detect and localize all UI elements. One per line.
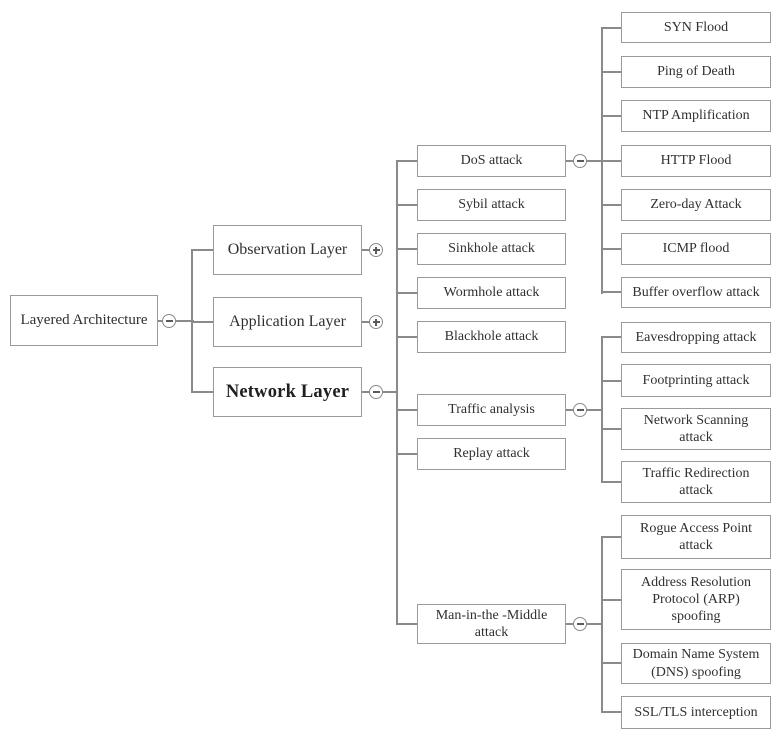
node-application-layer: Application Layer: [213, 297, 362, 347]
collapse-icon[interactable]: [573, 617, 587, 631]
connector-line: [601, 481, 622, 483]
connector-line: [362, 321, 371, 323]
connector-line: [396, 160, 418, 162]
node-replay-attack: Replay attack: [417, 438, 566, 470]
collapse-icon[interactable]: [573, 403, 587, 417]
node-ssl-tls-interception: SSL/TLS interception: [621, 696, 771, 729]
connector-line: [601, 27, 622, 29]
connector-line: [396, 292, 418, 294]
connector-line: [601, 599, 622, 601]
minus-glyph: [165, 320, 173, 322]
node-rogue-access-point-attack: Rogue Access Point attack: [621, 515, 771, 559]
connector-line: [601, 115, 622, 117]
collapse-icon[interactable]: [573, 154, 587, 168]
connector-line: [601, 204, 622, 206]
connector-line: [601, 291, 622, 293]
node-traffic-redirection-attack: Traffic Redirection attack: [621, 461, 771, 503]
minus-glyph: [576, 409, 584, 411]
minus-glyph: [372, 391, 380, 393]
connector-line: [601, 536, 622, 538]
node-layered-architecture: Layered Architecture: [10, 295, 158, 346]
expand-icon[interactable]: [369, 315, 383, 329]
node-network-layer: Network Layer: [213, 367, 362, 417]
node-traffic-analysis: Traffic analysis: [417, 394, 566, 426]
connector-line: [191, 249, 214, 251]
connector-line: [601, 380, 622, 382]
collapse-icon[interactable]: [369, 385, 383, 399]
node-footprinting-attack: Footprinting attack: [621, 364, 771, 397]
node-sinkhole-attack: Sinkhole attack: [417, 233, 566, 265]
connector-line: [396, 623, 418, 625]
connector-line: [601, 71, 622, 73]
minus-glyph: [576, 160, 584, 162]
node-ping-of-death: Ping of Death: [621, 56, 771, 88]
connector-line: [601, 536, 603, 713]
node-man-in-the-middle-attack: Man-in-the -Middle attack: [417, 604, 566, 644]
node-arp-spoofing: Address Resolution Protocol (ARP) spoofi…: [621, 569, 771, 630]
minus-glyph: [576, 623, 584, 625]
node-dos-attack: DoS attack: [417, 145, 566, 177]
node-blackhole-attack: Blackhole attack: [417, 321, 566, 353]
collapse-icon[interactable]: [162, 314, 176, 328]
node-observation-layer: Observation Layer: [213, 225, 362, 275]
connector-line: [396, 453, 418, 455]
node-sybil-attack: Sybil attack: [417, 189, 566, 221]
connector-line: [396, 248, 418, 250]
connector-line: [396, 160, 398, 625]
node-network-scanning-attack: Network Scanning attack: [621, 408, 771, 450]
connector-line: [158, 320, 194, 322]
connector-line: [601, 248, 622, 250]
node-ntp-amplification: NTP Amplification: [621, 100, 771, 132]
connector-line: [601, 662, 622, 664]
connector-line: [396, 204, 418, 206]
node-dns-spoofing: Domain Name System (DNS) spoofing: [621, 643, 771, 684]
connector-line: [601, 160, 622, 162]
node-syn-flood: SYN Flood: [621, 12, 771, 43]
expand-icon[interactable]: [369, 243, 383, 257]
connector-line: [362, 249, 371, 251]
connector-line: [601, 336, 603, 483]
connector-line: [396, 336, 418, 338]
connector-line: [396, 409, 418, 411]
connector-line: [191, 321, 214, 323]
connector-line: [601, 711, 622, 713]
connector-line: [601, 428, 622, 430]
node-wormhole-attack: Wormhole attack: [417, 277, 566, 309]
node-zero-day-attack: Zero-day Attack: [621, 189, 771, 221]
connector-line: [191, 391, 214, 393]
connector-line: [601, 336, 622, 338]
node-icmp-flood: ICMP flood: [621, 233, 771, 265]
node-http-flood: HTTP Flood: [621, 145, 771, 177]
node-eavesdropping-attack: Eavesdropping attack: [621, 322, 771, 353]
node-buffer-overflow-attack: Buffer overflow attack: [621, 277, 771, 308]
